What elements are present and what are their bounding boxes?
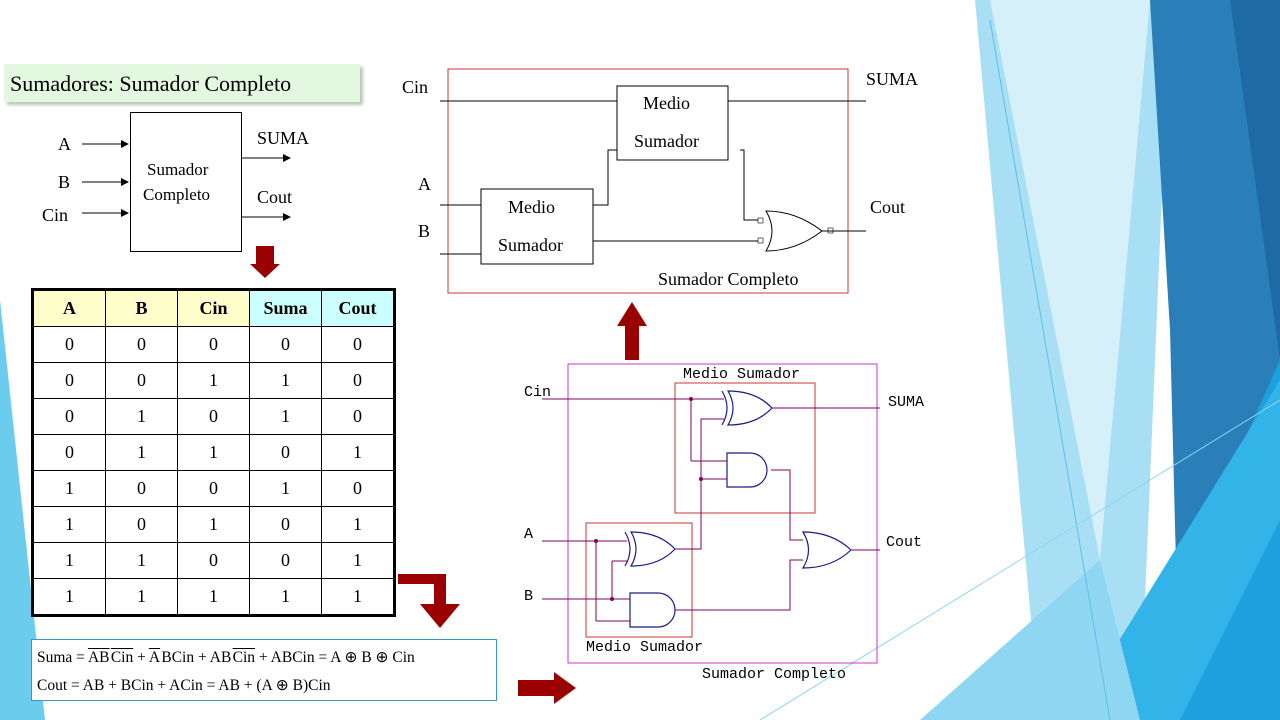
full-adder-block: [130, 112, 242, 252]
suma-term-1a: A: [87, 649, 100, 666]
suma-term-4: ABCin: [270, 649, 315, 666]
table-row: 1 1 1 1 1: [32, 578, 395, 616]
table-cell: 0: [249, 506, 322, 543]
table-cell: 1: [105, 434, 178, 471]
column-header-b: B: [105, 289, 178, 327]
block-name-line2: Completo: [143, 185, 211, 204]
truth-table: A B Cin Suma Cout 0 0 0 0 0 0 0 1 1 0 0 …: [31, 288, 396, 617]
table-row: 1 1 0 0 1: [32, 542, 395, 579]
table-cell: 1: [177, 578, 250, 616]
gd-cout-label: Cout: [886, 534, 923, 551]
table-cell: 1: [32, 578, 106, 616]
arrow-down-icon: [250, 246, 280, 278]
bd-cin-label: Cin: [402, 77, 429, 97]
gd-ha-bottom-label: Medio Sumador: [586, 639, 704, 656]
suma-term-3b: Cin: [232, 649, 256, 666]
plus-sign: +: [197, 649, 207, 666]
table-cell: 1: [32, 542, 106, 579]
table-cell: 0: [321, 470, 395, 507]
block-output-cout: Cout: [257, 187, 293, 207]
table-row: 0 1 1 0 1: [32, 434, 395, 471]
table-cell: 0: [321, 398, 395, 435]
cout-formula: Cout = AB + BCin + ACin = AB + (A ⊕ B)Ci…: [37, 677, 331, 694]
block-input-a: A: [58, 134, 71, 154]
table-cell: 1: [177, 506, 250, 543]
gd-b-label: B: [524, 588, 534, 605]
table-row: 0 0 0 0 0: [32, 326, 395, 363]
suma-formula: Suma = AB Cin + A BCin + AB Cin + ABCin …: [37, 648, 415, 667]
table-cell: 0: [105, 326, 178, 363]
column-header-cout: Cout: [321, 289, 395, 327]
table-cell: 1: [321, 506, 395, 543]
table-cell: 0: [105, 362, 178, 399]
table-cell: 1: [249, 578, 322, 616]
table-cell: 0: [32, 362, 106, 399]
table-row: 0 0 1 1 0: [32, 362, 395, 399]
table-cell: 1: [177, 362, 250, 399]
suma-term-3a: AB: [209, 649, 232, 666]
table-cell: 1: [32, 506, 106, 543]
gd-caption: Sumador Completo: [702, 666, 847, 683]
formula-box: [31, 639, 497, 701]
bd-cout-label: Cout: [870, 197, 906, 217]
bd-suma-label: SUMA: [866, 69, 919, 89]
table-cell: 1: [105, 542, 178, 579]
suma-term-1b: B: [99, 649, 110, 666]
suma-rhs: = A ⊕ B ⊕ Cin: [318, 649, 415, 666]
table-cell: 0: [321, 362, 395, 399]
bd-ha-bottom-line2: Sumador: [498, 235, 563, 255]
table-cell: 1: [321, 542, 395, 579]
arrow-bent-down-icon: [398, 574, 460, 628]
suma-term-2a: A: [148, 649, 161, 666]
arrow-up-icon: [617, 302, 647, 360]
table-row: 1 0 0 1 0: [32, 470, 395, 507]
table-cell: 1: [321, 578, 395, 616]
table-cell: 0: [177, 542, 250, 579]
bd-b-label: B: [418, 221, 431, 241]
bd-caption: Sumador Completo: [658, 269, 799, 289]
bd-ha-bottom-line1: Medio: [508, 197, 555, 217]
plus-sign: +: [258, 649, 268, 666]
suma-term-2b: BCin: [161, 649, 195, 666]
arrow-right-icon: [518, 672, 576, 704]
title-box: [4, 64, 360, 102]
gd-cin-label: Cin: [524, 384, 552, 401]
block-input-cin: Cin: [42, 205, 69, 225]
block-output-suma: SUMA: [257, 128, 310, 148]
suma-lhs: Suma =: [37, 649, 85, 666]
table-cell: 0: [177, 326, 250, 363]
table-header-row: A B Cin Suma Cout: [32, 289, 395, 327]
block-name-line1: Sumador: [147, 160, 209, 179]
gd-suma-label: SUMA: [888, 394, 925, 411]
suma-term-1c: Cin: [110, 649, 134, 666]
gd-a-label: A: [524, 526, 534, 543]
table-cell: 1: [177, 434, 250, 471]
bd-ha-top-line1: Medio: [643, 93, 690, 113]
page-title: Sumadores: Sumador Completo: [10, 71, 292, 96]
table-cell: 0: [177, 470, 250, 507]
block-arrows: [82, 140, 291, 221]
gd-ha-top-label: Medio Sumador: [683, 366, 801, 383]
table-cell: 1: [321, 434, 395, 471]
block-input-b: B: [58, 172, 71, 192]
column-header-a: A: [32, 289, 106, 327]
bd-ha-top-line2: Sumador: [634, 131, 699, 151]
plus-sign: +: [137, 649, 146, 666]
bd-a-label: A: [418, 174, 431, 194]
